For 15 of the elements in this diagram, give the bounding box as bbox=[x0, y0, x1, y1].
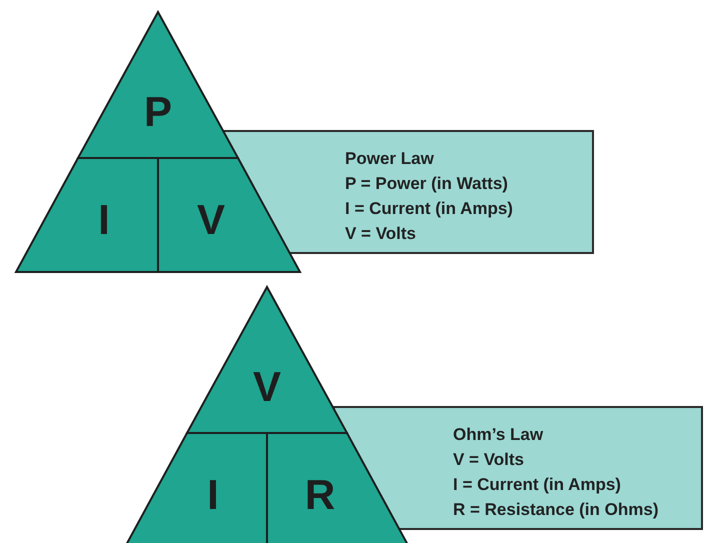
definition-text: I = Current (in Amps) bbox=[345, 200, 513, 217]
definition-text: P = Power (in Watts) bbox=[345, 175, 508, 192]
definition-text: I = Current (in Amps) bbox=[453, 476, 621, 493]
definition-text: V = Volts bbox=[345, 225, 416, 242]
variable-letter: V bbox=[197, 199, 225, 241]
definition-text: R = Resistance (in Ohms) bbox=[453, 501, 658, 518]
variable-letter: I bbox=[98, 199, 110, 241]
variable-letter: P bbox=[144, 91, 172, 133]
variable-letter: R bbox=[304, 474, 336, 516]
variable-letter: V bbox=[253, 366, 281, 408]
info-box bbox=[333, 406, 703, 530]
variable-letter: I bbox=[207, 474, 219, 516]
law-heading: Ohm’s Law bbox=[453, 426, 544, 443]
law-heading: Power Law bbox=[345, 150, 434, 167]
definition-text: V = Volts bbox=[453, 451, 524, 468]
